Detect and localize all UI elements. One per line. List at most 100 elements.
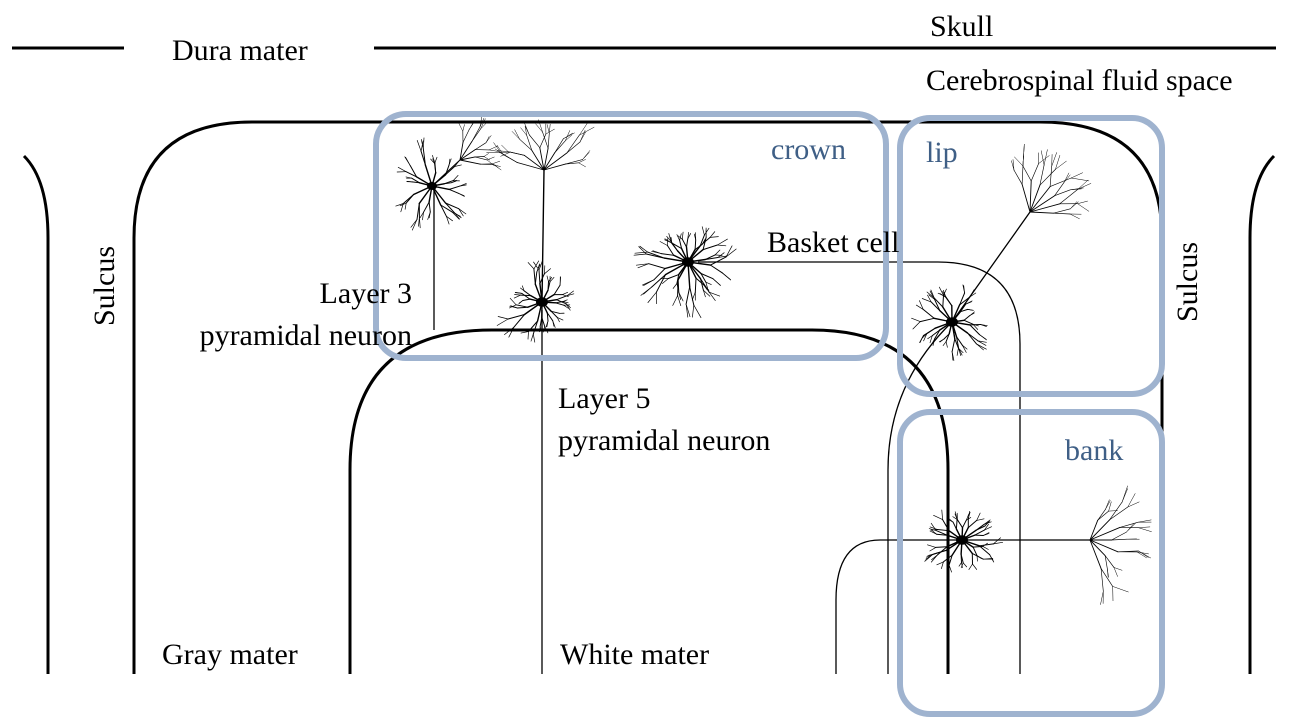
layer3-dendrite — [432, 155, 436, 164]
lip-dendrite — [1022, 155, 1024, 167]
white-matter-boundary — [348, 328, 950, 674]
lip-dendrite — [956, 347, 959, 356]
bank-dendrite — [1111, 531, 1127, 541]
lip-dendrite — [1063, 174, 1071, 183]
lip-pyramidal-neuron — [911, 143, 1092, 361]
basket-dendrite — [653, 268, 666, 281]
layer5-dendrite — [509, 297, 517, 306]
lip-dendrite — [962, 344, 967, 353]
bank-dendrite — [936, 533, 948, 536]
layer3-dendrite — [492, 163, 499, 168]
layer5-dendrite — [547, 132, 550, 149]
layer5-dendrite — [562, 294, 569, 298]
bank-region-box — [897, 409, 1165, 717]
lip-dendrite — [1030, 163, 1039, 182]
layer5-dendrite — [566, 141, 581, 154]
lip-dendrite — [1070, 172, 1083, 179]
layer5-dendrite — [541, 169, 545, 303]
lip-dendrite — [931, 329, 941, 337]
layer5-dendrite — [550, 310, 560, 314]
bank-dendrite — [954, 511, 958, 520]
bank-dendrite — [933, 514, 943, 520]
basket-dendrite — [634, 251, 649, 254]
lip-dendrite — [1063, 172, 1070, 183]
bank-dendrite — [1127, 493, 1136, 508]
lip-dendrite — [942, 291, 947, 298]
bank-dendrite — [942, 519, 950, 532]
basket-dendrite — [705, 281, 708, 289]
layer5-dendrite — [521, 285, 525, 292]
basket-dendrite — [717, 238, 728, 246]
basket-dendrite — [709, 236, 719, 238]
lip-dendrite — [951, 351, 955, 361]
layer3-dendrite — [397, 166, 407, 173]
layer3-dendrite — [416, 202, 420, 220]
layer3-dendrite — [471, 126, 481, 142]
basket-dendrite — [681, 231, 684, 240]
layer5-dendrite — [523, 154, 545, 171]
bank-label: bank — [1065, 434, 1123, 467]
bank-dendrite — [975, 523, 985, 531]
basket-dendrite — [648, 263, 666, 269]
layer3-dendrite — [445, 202, 455, 214]
basket-dendrite — [705, 281, 712, 285]
layer5-dendrite — [542, 326, 546, 333]
lip-dendrite — [1049, 165, 1053, 187]
basket-dendrite — [651, 274, 666, 288]
basket-dendrite — [692, 304, 695, 318]
lip-dendrite — [1029, 180, 1032, 213]
lip-dendrite — [951, 338, 956, 353]
lip-dendrite — [1014, 156, 1024, 167]
lip-dendrite — [934, 298, 941, 312]
layer3-dendrite — [446, 215, 453, 222]
basket-dendrite — [659, 241, 668, 246]
lip-dendrite — [1021, 183, 1031, 213]
lip-dendrite — [939, 293, 947, 298]
basket-dendrite — [670, 236, 673, 244]
layer5-dendrite — [542, 131, 549, 149]
bank-dendrite — [930, 554, 938, 563]
basket-dendrite — [703, 289, 711, 297]
layer5-dendrite — [582, 152, 590, 160]
white-mater-label: White mater — [560, 638, 709, 671]
lip-dendrite — [951, 211, 1031, 323]
bank-dendrite — [1112, 586, 1129, 593]
layer5-dendrite — [533, 268, 536, 285]
layer5-dendrite — [546, 275, 549, 283]
basket-dendrite — [710, 256, 727, 266]
lip-label: lip — [926, 136, 958, 169]
layer5-dendrite — [508, 326, 515, 338]
bank-dendrite — [1117, 550, 1139, 553]
layer3-dendrite — [445, 202, 460, 210]
basket-dendrite — [700, 273, 714, 280]
lip-dendrite — [969, 311, 975, 316]
layer5-dendrite — [562, 291, 569, 295]
layer5-dendrite — [548, 276, 553, 283]
basket-dendrite — [672, 283, 678, 289]
lip-dendrite — [1055, 155, 1061, 170]
layer3-dendrite — [479, 116, 483, 128]
basket-dendrite — [725, 248, 737, 258]
layer3-soma — [427, 182, 437, 190]
layer5-dendrite — [566, 134, 580, 154]
layer5-dendrite — [563, 304, 569, 309]
layer5-dendrite — [504, 326, 515, 335]
lip-dendrite — [912, 321, 921, 330]
bank-dendrite — [972, 563, 978, 570]
basket-dendrite — [693, 304, 702, 319]
lip-dendrite — [1077, 179, 1089, 190]
layer5-dendrite — [547, 281, 549, 291]
layer5-dendrite — [496, 145, 504, 155]
bank-dendrite — [1126, 523, 1135, 533]
basket-dendrite — [694, 239, 697, 250]
lip-dendrite — [972, 323, 979, 327]
layer3-dendrite — [474, 156, 488, 161]
layer5-dendrite — [516, 306, 529, 309]
layer3-dendrite — [410, 219, 418, 228]
layer3-dendrite — [486, 156, 495, 161]
layer5-dendrite — [543, 147, 549, 171]
basket-dendrite — [704, 257, 719, 260]
layer3-dendrite — [411, 219, 418, 231]
basket-dendrite — [679, 239, 683, 250]
layer3-dendrite — [405, 171, 417, 178]
